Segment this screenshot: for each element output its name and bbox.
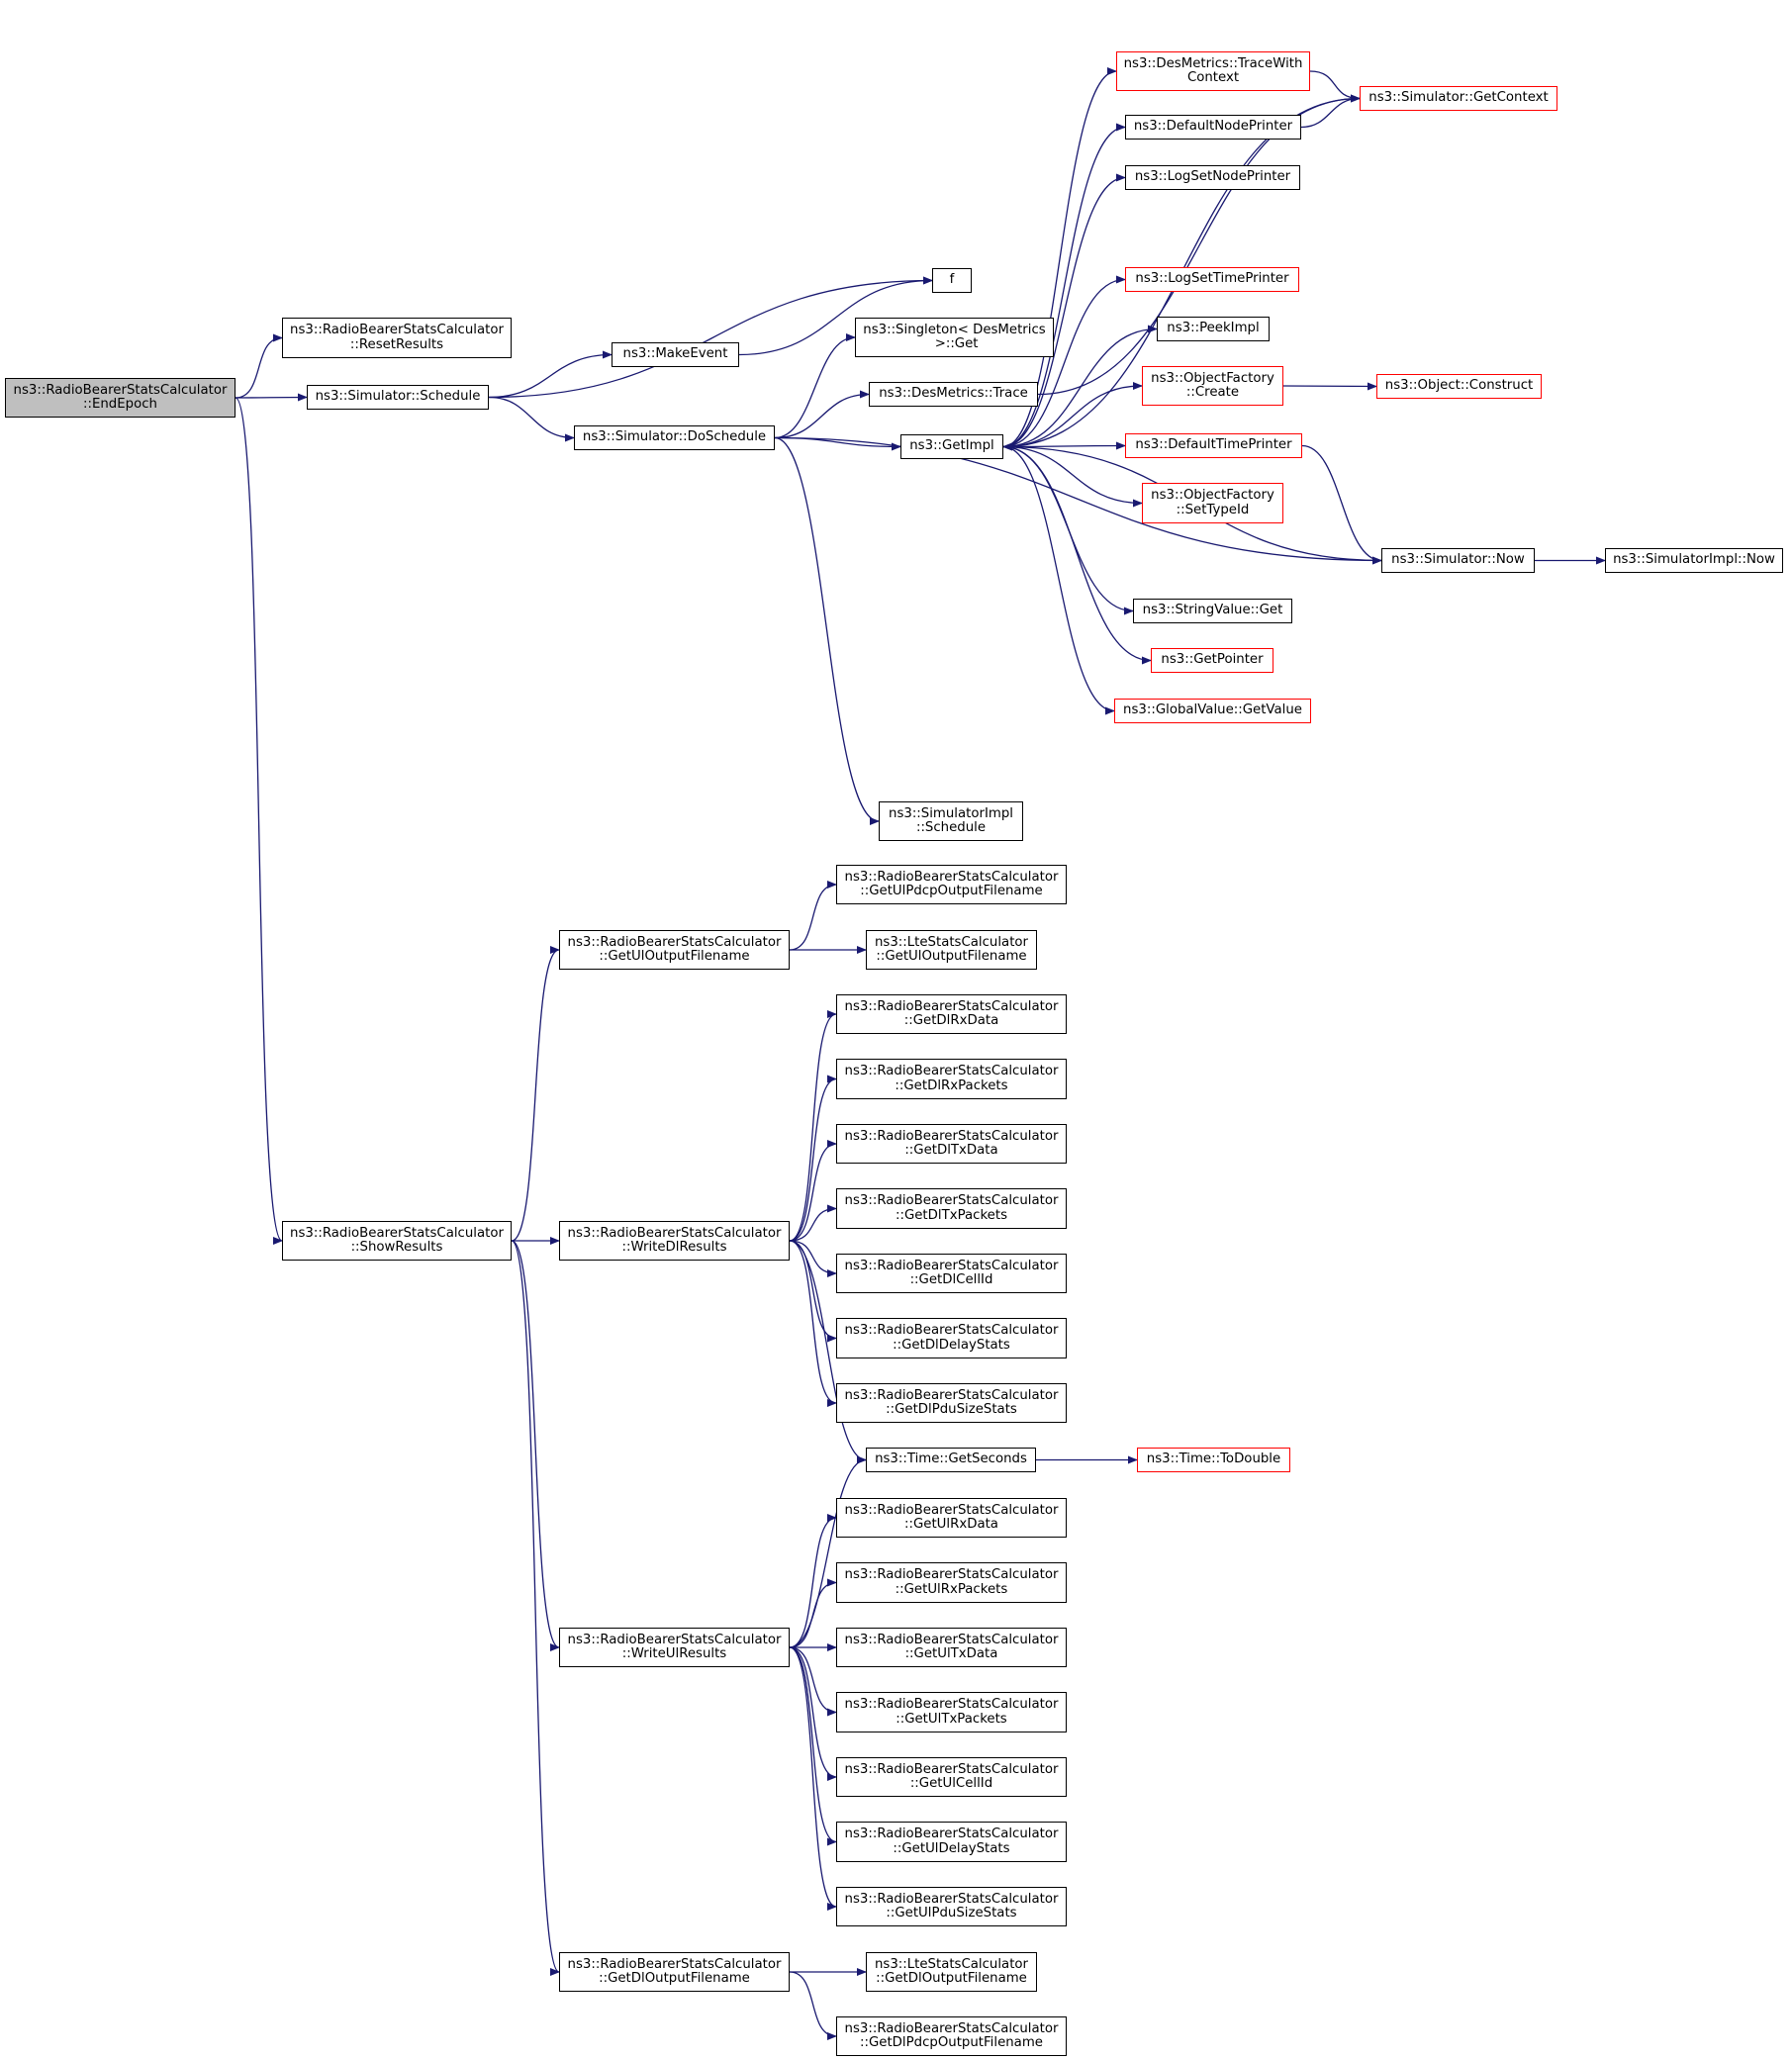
node-get-ul-rx-data[interactable]: ns3::RadioBearerStatsCalculator ::GetUlR…	[836, 1498, 1067, 1538]
edge-default_time_printer-to-simulator_now	[1301, 444, 1382, 565]
node-get-dl-pdu-size-stats[interactable]: ns3::RadioBearerStatsCalculator ::GetDlP…	[836, 1383, 1067, 1423]
edge-show_results-to-get_dl_output_filename	[511, 1240, 560, 1976]
node-get-dl-output-filename[interactable]: ns3::RadioBearerStatsCalculator ::GetDlO…	[559, 1952, 790, 1992]
edge-do_schedule-to-simulatorimpl_schedule	[774, 436, 880, 825]
edge-get_ul_output_filename-to-get_ul_pdcp_output_filename	[789, 881, 837, 951]
node-show-results[interactable]: ns3::RadioBearerStatsCalculator ::ShowRe…	[282, 1221, 512, 1261]
node-peek-impl[interactable]: ns3::PeekImpl	[1157, 317, 1270, 341]
node-get-dl-rx-packets[interactable]: ns3::RadioBearerStatsCalculator ::GetDlR…	[836, 1059, 1067, 1099]
edge-write_dl_results-to-get_dl_cell_id	[789, 1240, 837, 1277]
node-make-event[interactable]: ns3::MakeEvent	[612, 342, 739, 367]
node-simulatorimpl-schedule[interactable]: ns3::SimulatorImpl ::Schedule	[879, 801, 1023, 841]
node-simulatorimpl-now[interactable]: ns3::SimulatorImpl::Now	[1605, 548, 1783, 573]
node-get-ul-pdcp-output-filename[interactable]: ns3::RadioBearerStatsCalculator ::GetUlP…	[836, 865, 1067, 904]
node-write-ul-results[interactable]: ns3::RadioBearerStatsCalculator ::WriteU…	[559, 1628, 790, 1667]
edge-write_dl_results-to-get_dl_tx_packets	[789, 1204, 837, 1242]
node-end-epoch[interactable]: ns3::RadioBearerStatsCalculator ::EndEpo…	[5, 378, 236, 418]
node-globalvalue-getvalue[interactable]: ns3::GlobalValue::GetValue	[1114, 699, 1311, 723]
node-get-dl-pdcp-output-filename[interactable]: ns3::RadioBearerStatsCalculator ::GetDlP…	[836, 2016, 1067, 2056]
node-get-ul-delay-stats[interactable]: ns3::RadioBearerStatsCalculator ::GetUlD…	[836, 1822, 1067, 1862]
edge-trace_with_context-to-get_context	[1309, 70, 1361, 103]
node-get-dl-tx-data[interactable]: ns3::RadioBearerStatsCalculator ::GetDlT…	[836, 1124, 1067, 1164]
edge-write_ul_results-to-get_ul_rx_data	[789, 1514, 837, 1648]
node-get-impl[interactable]: ns3::GetImpl	[900, 434, 1003, 459]
edge-write_ul_results-to-time_get_seconds	[789, 1455, 867, 1648]
edge-write_ul_results-to-get_ul_tx_packets	[789, 1646, 837, 1717]
edge-end_epoch-to-show_results	[235, 397, 283, 1245]
node-get-dl-delay-stats[interactable]: ns3::RadioBearerStatsCalculator ::GetDlD…	[836, 1318, 1067, 1358]
node-trace-with-context[interactable]: ns3::DesMetrics::TraceWith Context	[1116, 51, 1310, 91]
edge-write_dl_results-to-get_dl_pdu_size_stats	[789, 1240, 837, 1407]
node-get-ul-pdu-size-stats[interactable]: ns3::RadioBearerStatsCalculator ::GetUlP…	[836, 1887, 1067, 1926]
node-get-ul-tx-packets[interactable]: ns3::RadioBearerStatsCalculator ::GetUlT…	[836, 1692, 1067, 1732]
edge-write_ul_results-to-get_ul_delay_stats	[789, 1646, 837, 1846]
edge-schedule-to-make_event	[488, 350, 613, 399]
node-lte-get-ul-output-filename[interactable]: ns3::LteStatsCalculator ::GetUlOutputFil…	[866, 930, 1037, 970]
node-object-factory-settypeid[interactable]: ns3::ObjectFactory ::SetTypeId	[1142, 483, 1283, 523]
node-singleton-get[interactable]: ns3::Singleton< DesMetrics >::Get	[855, 318, 1054, 357]
edge-do_schedule-to-singleton_get	[774, 333, 856, 439]
node-desmetrics-trace[interactable]: ns3::DesMetrics::Trace	[869, 382, 1038, 407]
edge-desmetrics_trace-to-get_context	[1037, 94, 1361, 396]
edge-write_dl_results-to-get_dl_tx_data	[789, 1140, 837, 1242]
node-get-ul-output-filename[interactable]: ns3::RadioBearerStatsCalculator ::GetUlO…	[559, 930, 790, 970]
edge-get_impl-to-log_set_time_printer	[1002, 275, 1126, 448]
edge-object_factory_create-to-object_construct	[1282, 382, 1377, 391]
edge-get_impl-to-log_set_node_printer	[1002, 173, 1126, 448]
edge-get_dl_output_filename-to-get_dl_pdcp_output_filename	[789, 1971, 837, 2040]
edge-show_results-to-get_ul_output_filename	[511, 946, 560, 1242]
edge-end_epoch-to-reset_results	[235, 333, 283, 399]
edge-write_dl_results-to-get_dl_rx_packets	[789, 1075, 837, 1242]
edge-write_dl_results-to-time_get_seconds	[789, 1240, 867, 1464]
edge-get_impl-to-trace_with_context	[1002, 67, 1117, 448]
edge-write_ul_results-to-get_ul_cell_id	[789, 1646, 837, 1781]
edge-schedule-to-f	[488, 276, 933, 399]
node-f[interactable]: f	[932, 268, 972, 293]
node-get-ul-cell-id[interactable]: ns3::RadioBearerStatsCalculator ::GetUlC…	[836, 1757, 1067, 1797]
edge-write_ul_results-to-get_ul_rx_packets	[789, 1578, 837, 1648]
edge-do_schedule-to-desmetrics_trace	[774, 390, 870, 439]
node-get-dl-tx-packets[interactable]: ns3::RadioBearerStatsCalculator ::GetDlT…	[836, 1188, 1067, 1229]
node-default-time-printer[interactable]: ns3::DefaultTimePrinter	[1125, 433, 1302, 458]
node-object-factory-create[interactable]: ns3::ObjectFactory ::Create	[1142, 366, 1283, 406]
node-object-construct[interactable]: ns3::Object::Construct	[1376, 374, 1542, 399]
edge-write_dl_results-to-get_dl_rx_data	[789, 1010, 837, 1242]
node-get-ul-rx-packets[interactable]: ns3::RadioBearerStatsCalculator ::GetUlR…	[836, 1562, 1067, 1603]
edge-get_impl-to-globalvalue_getvalue	[1002, 445, 1115, 715]
edge-get_impl-to-default_node_printer	[1002, 123, 1126, 448]
node-simulator-now[interactable]: ns3::Simulator::Now	[1381, 548, 1535, 573]
edge-show_results-to-write_ul_results	[511, 1240, 560, 1651]
node-do-schedule[interactable]: ns3::Simulator::DoSchedule	[574, 425, 775, 450]
node-simulator-schedule[interactable]: ns3::Simulator::Schedule	[307, 385, 489, 410]
node-time-get-seconds[interactable]: ns3::Time::GetSeconds	[866, 1448, 1036, 1472]
node-time-to-double[interactable]: ns3::Time::ToDouble	[1137, 1448, 1290, 1472]
node-get-dl-cell-id[interactable]: ns3::RadioBearerStatsCalculator ::GetDlC…	[836, 1254, 1067, 1293]
edge-write_ul_results-to-get_ul_pdu_size_stats	[789, 1646, 837, 1911]
node-default-node-printer[interactable]: ns3::DefaultNodePrinter	[1125, 115, 1301, 140]
node-get-ul-tx-data[interactable]: ns3::RadioBearerStatsCalculator ::GetUlT…	[836, 1628, 1067, 1667]
node-write-dl-results[interactable]: ns3::RadioBearerStatsCalculator ::WriteD…	[559, 1221, 790, 1261]
edge-schedule-to-do_schedule	[488, 396, 575, 442]
node-log-set-node-printer[interactable]: ns3::LogSetNodePrinter	[1125, 165, 1300, 190]
node-lte-get-dl-output-filename[interactable]: ns3::LteStatsCalculator ::GetDlOutputFil…	[866, 1952, 1037, 1992]
edge-get_impl-to-peek_impl	[1002, 325, 1158, 448]
node-get-pointer[interactable]: ns3::GetPointer	[1151, 648, 1273, 673]
edge-end_epoch-to-schedule	[235, 393, 308, 402]
edge-do_schedule-to-get_impl	[774, 436, 901, 451]
node-get-dl-rx-data[interactable]: ns3::RadioBearerStatsCalculator ::GetDlR…	[836, 994, 1067, 1034]
edge-get_impl-to-object_factory_settypeid	[1002, 445, 1143, 508]
node-stringvalue-get[interactable]: ns3::StringValue::Get	[1133, 599, 1292, 623]
edge-get_impl-to-get_pointer	[1002, 445, 1152, 665]
edge-get_impl-to-object_factory_create	[1002, 382, 1143, 448]
node-reset-results[interactable]: ns3::RadioBearerStatsCalculator ::ResetR…	[282, 318, 512, 358]
node-log-set-time-printer[interactable]: ns3::LogSetTimePrinter	[1125, 267, 1299, 292]
edge-make_event-to-f	[738, 276, 933, 356]
edge-do_schedule-to-simulator_now	[774, 436, 1382, 565]
node-get-context[interactable]: ns3::Simulator::GetContext	[1360, 86, 1557, 111]
